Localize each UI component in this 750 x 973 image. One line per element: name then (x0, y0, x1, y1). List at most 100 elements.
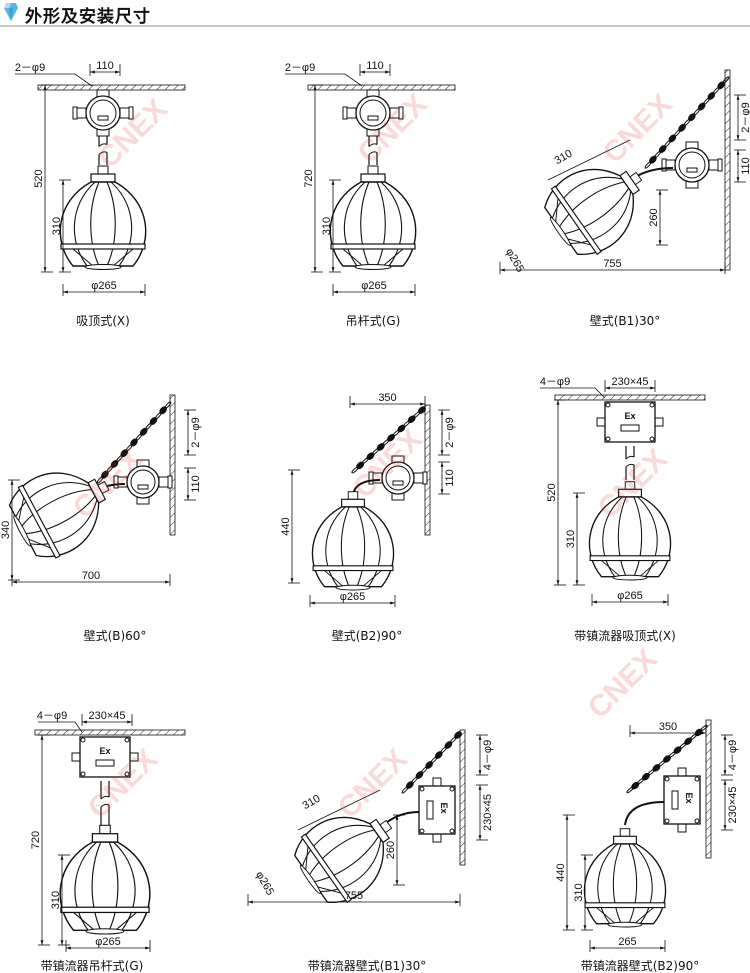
panel-caption: 壁式(B)60° (84, 628, 147, 643)
rect-junction-box: Ex (418, 777, 456, 843)
overall-height-dim: 520 (546, 399, 566, 586)
ceiling-plate (37, 84, 186, 91)
mount-height-dim: 440 (555, 814, 575, 931)
lamp-body (59, 824, 151, 935)
mounting-holes-label: 4－φ9 (540, 376, 570, 388)
lamp-height-dim: 310 (565, 492, 585, 586)
box-size-dim: 230×45 (721, 779, 739, 831)
mounting-holes-label: 4－φ9 (37, 710, 67, 722)
box-size-dim: 230×45 (81, 710, 133, 726)
box-size-dim: 230×45 (476, 784, 494, 841)
watermark: CNEX (597, 88, 679, 170)
leader-line (540, 387, 606, 399)
lamp-diameter-dim: φ265 (591, 590, 669, 606)
lamp-diameter-dim-label: φ265 (340, 591, 366, 603)
lamp-height-dim-label: 310 (51, 217, 63, 235)
arm-dim-line (547, 139, 631, 181)
hanging-pipe (368, 136, 378, 165)
ex-label: Ex (439, 802, 449, 813)
mounting-holes-dim: 4－φ9 (476, 734, 494, 776)
panel-caption: 吊杆式(G) (346, 314, 401, 328)
lamp-height-dim: 310 (50, 854, 70, 946)
box-height-dim-label: 110 (444, 469, 456, 487)
round-junction-box (72, 89, 134, 137)
lamp-body (544, 168, 643, 256)
round-junction-box (342, 89, 404, 137)
overall-height-dim: 520 (33, 84, 53, 273)
rect-junction-box: Ex (663, 767, 701, 833)
panel-caption: 壁式(B2)90° (332, 628, 403, 643)
lamp-body (329, 165, 417, 270)
ex-label: Ex (99, 746, 110, 756)
ex-label: Ex (684, 792, 694, 803)
hanging-pipe (625, 446, 635, 480)
mounting-holes-dim: 2－φ9 (438, 409, 456, 456)
watermark: CNEX (332, 743, 414, 825)
svg-text:CNEX: CNEX (582, 643, 664, 725)
panel-caption: 吸顶式(X) (76, 314, 130, 328)
overall-height-dim-label: 520 (33, 169, 45, 187)
mount-height-dim: 340 (0, 479, 20, 581)
lamp-body (8, 472, 110, 559)
reach-dim: 700 (11, 570, 171, 586)
panel-caption: 带镇流器吸顶式(X) (574, 629, 676, 643)
lamp-diameter-dim-label: φ265 (95, 936, 121, 948)
lamp-height-dim-label: 310 (321, 217, 333, 235)
box-height-dim-label: 110 (190, 475, 202, 493)
panel-caption: 带镇流器吊杆式(G) (41, 959, 144, 973)
lamp-diameter-dim: 265 (589, 936, 666, 952)
mounting-holes-dim: 2－φ9 (184, 409, 202, 456)
lamp-diameter-dim-label: φ265 (361, 280, 387, 292)
hanging-pipe (98, 136, 108, 165)
overall-height-dim-label: 720 (303, 169, 315, 187)
svg-text:CNEX: CNEX (332, 743, 414, 825)
lamp-diameter-dim: φ265 (65, 936, 151, 952)
lamp-height-dim: 310 (321, 179, 341, 273)
lamp-body (59, 165, 147, 270)
lamp-diameter-dim: φ265 (309, 591, 396, 607)
mounting-holes-label: 2－φ9 (15, 62, 45, 74)
mounting-panel-1: 110 2－φ9 520 310 φ265 吸顶式(X) (15, 60, 186, 328)
box-size-dim-label: 230×45 (88, 710, 125, 722)
mount-height-dim: 260 (648, 189, 668, 246)
mount-height-dim-label: 340 (0, 521, 12, 539)
mounting-holes-dim-label: 2－φ9 (740, 102, 750, 132)
mounting-panel-7: Ex 4－φ9 230×45 720 310 φ265 带镇流器吊杆式(G) (30, 710, 186, 973)
mounting-holes-dim: 2－φ9 (734, 94, 750, 141)
reach-dim: 755 (499, 258, 726, 274)
lamp-body (583, 828, 667, 928)
overall-height-dim: 720 (303, 84, 323, 273)
mount-height-dim: 440 (280, 469, 300, 584)
reach-dim-label: 755 (345, 890, 363, 902)
mount-height-dim-label: 440 (280, 517, 292, 535)
wall-plate (459, 729, 466, 866)
box-size-dim-label: 230×45 (727, 786, 739, 823)
arm-dim-line (297, 789, 381, 831)
watermark: CNEX (582, 643, 664, 725)
box-width-dim-label: 110 (96, 60, 114, 72)
wall-plate (169, 394, 176, 536)
reach-dim: 350 (629, 721, 707, 737)
box-height-dim: 110 (734, 149, 750, 183)
overall-height-dim: 720 (30, 734, 50, 946)
panel-caption: 带镇流器壁式(B1)30° (308, 958, 427, 973)
lamp-diameter-dim: φ265 (332, 280, 416, 296)
overall-height-dim-label: 720 (30, 831, 42, 849)
box-height-dim: 110 (438, 461, 456, 495)
mounting-holes-dim-label: 4－φ9 (727, 740, 739, 770)
box-size-dim: 230×45 (604, 376, 656, 392)
leader-line (15, 73, 93, 87)
mounting-panel-4: 340 700 2－φ9 110 壁式(B)60° (0, 394, 202, 643)
lamp-body (311, 491, 395, 591)
ex-label: Ex (624, 411, 635, 421)
hanging-pipe (100, 781, 110, 825)
arm-length-label: 310 (553, 148, 575, 168)
support-chain (401, 731, 462, 794)
lamp-diameter-dim-label: φ265 (617, 590, 643, 602)
diamond-icon (4, 3, 18, 21)
lamp-diameter-dim-label: φ265 (91, 280, 117, 292)
